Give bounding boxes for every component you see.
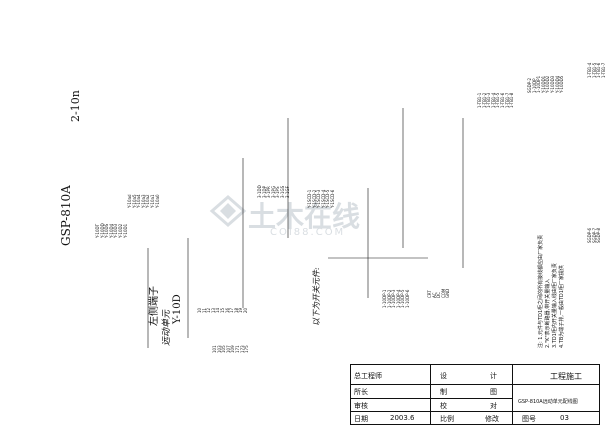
watermark-url: COI88.COM: [270, 227, 346, 238]
title-block: 总工程师 设 计 所长 制 图 审核 校 对 日期 2003.6 比例 修改 工…: [350, 364, 600, 425]
drawing-sheet: 土木在线 COI88.COM GSP-810A 2-10n 左侧端子 Y-10D…: [8, 8, 606, 425]
draw-label-2: 图: [490, 388, 497, 396]
chief-engineer-label: 总工程师: [354, 372, 382, 380]
watermark-logo-icon: [209, 195, 247, 227]
proofread-label: 校: [440, 402, 447, 410]
design-label: 设: [440, 372, 447, 380]
figure-label: 图号: [522, 415, 536, 423]
scale-label: 比例: [440, 415, 454, 423]
terminal-code: 1-TB1-7: [600, 62, 606, 78]
design-label-2: 计: [490, 372, 497, 380]
watermark-text: 土木在线: [248, 200, 361, 233]
date-value: 2003.6: [390, 414, 415, 422]
figure-number: 03: [560, 414, 569, 422]
wiring-lines: [147, 108, 464, 348]
director-label: 所长: [354, 388, 368, 396]
date-label: 日期: [354, 415, 368, 423]
drawing-name: GSP-810A远动单元配线图: [518, 399, 578, 405]
project-label: 工程施工: [550, 372, 582, 381]
review-label: 审核: [354, 402, 368, 410]
revision-label: 修改: [485, 415, 499, 423]
draw-label: 制: [440, 388, 447, 396]
proofread-label-2: 对: [490, 402, 497, 410]
watermark: 土木在线 COI88.COM: [208, 193, 360, 238]
